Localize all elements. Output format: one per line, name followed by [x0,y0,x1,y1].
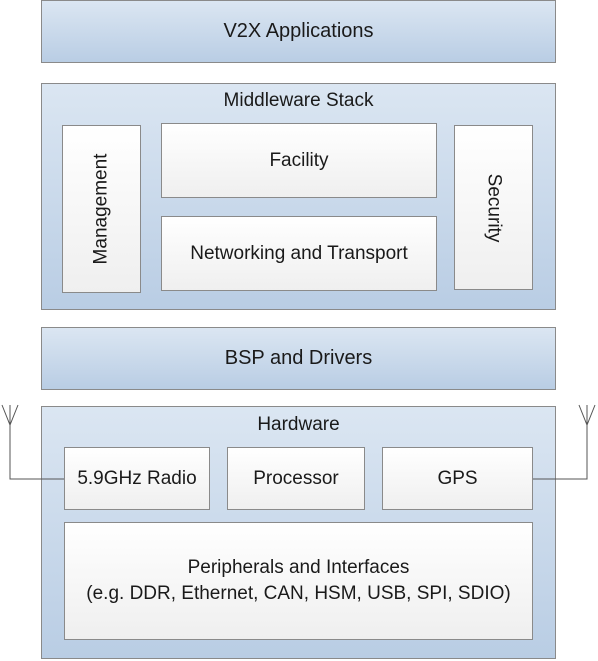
facility-box: Facility [161,123,437,198]
left-antenna-wire [9,425,64,480]
bsp-drivers-label: BSP and Drivers [224,347,373,369]
radio-box: 5.9GHz Radio [64,447,210,510]
facility-label: Facility [269,149,329,171]
processor-box: Processor [227,447,365,510]
gps-label: GPS [437,467,478,489]
management-box: Management [62,125,141,293]
v2x-applications-layer: V2X Applications [41,0,556,63]
right-antenna-wire [533,425,588,480]
peripherals-label-line2: (e.g. DDR, Ethernet, CAN, HSM, USB, SPI,… [86,583,511,604]
middleware-stack-title: Middleware Stack [223,90,374,111]
peripherals-box: Peripherals and Interfaces (e.g. DDR, Et… [64,522,533,640]
peripherals-label-line1: Peripherals and Interfaces [187,557,410,578]
bsp-drivers-layer: BSP and Drivers [41,327,556,390]
radio-label: 5.9GHz Radio [77,467,197,489]
networking-transport-box: Networking and Transport [161,216,437,291]
v2x-applications-label: V2X Applications [223,20,374,42]
security-box: Security [454,125,533,290]
processor-label: Processor [253,467,339,489]
gps-box: GPS [382,447,533,510]
networking-transport-label: Networking and Transport [190,242,408,264]
hardware-title: Hardware [257,414,340,435]
